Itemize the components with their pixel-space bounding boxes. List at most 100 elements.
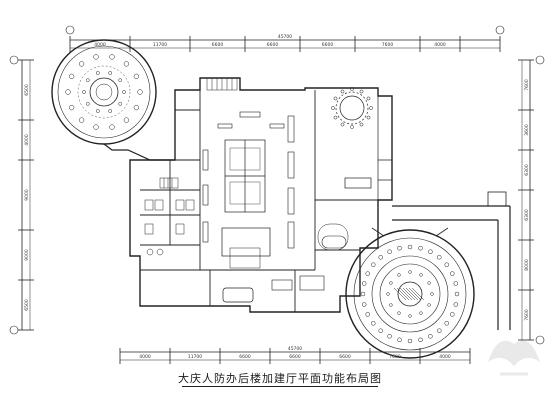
chair <box>408 314 412 318</box>
bottom-dimension-line <box>119 348 471 364</box>
left-dimension-value: 6500 <box>24 299 30 311</box>
left-dimension-value: 9000 <box>24 249 30 261</box>
hatch-line <box>405 287 419 301</box>
chair <box>387 334 392 339</box>
chair <box>428 249 433 254</box>
chair <box>430 292 434 296</box>
bottom-dimension-value: 6600 <box>339 354 351 360</box>
chair <box>122 90 126 94</box>
chair <box>387 249 392 254</box>
hatch-line <box>393 287 407 301</box>
chair <box>108 71 113 75</box>
chair <box>123 61 130 67</box>
chair <box>453 302 459 307</box>
chair <box>397 311 401 315</box>
chair <box>333 115 338 120</box>
chair <box>93 54 99 60</box>
top-dimension-value: 4000 <box>94 42 106 48</box>
chair <box>365 312 370 317</box>
logo-watermark-icon <box>488 340 540 376</box>
display-cases <box>202 111 349 291</box>
chair <box>331 106 335 110</box>
top-dimension-value: 7600 <box>382 42 394 48</box>
chair <box>93 124 99 130</box>
chair <box>407 244 413 250</box>
top-dimension-value: 6600 <box>267 42 279 48</box>
chair <box>109 124 115 130</box>
hatch-line <box>408 287 422 301</box>
hatch-line <box>399 287 413 301</box>
drawing-title: 大庆人防办后楼加建厅平面功能布局图 <box>178 372 382 385</box>
chair <box>360 291 366 297</box>
left-dimension-value: 6500 <box>24 84 30 96</box>
bottom-dimension-value: 6600 <box>289 354 301 360</box>
chair <box>95 109 100 113</box>
chair <box>137 89 143 95</box>
chair <box>366 115 371 120</box>
bottom-dimension-value: 11700 <box>188 354 202 360</box>
chair <box>453 281 459 286</box>
axis-bubbles <box>9 25 545 345</box>
chair <box>133 104 140 111</box>
chair <box>378 328 383 333</box>
chair <box>78 61 85 67</box>
chair <box>68 104 75 111</box>
right-dimension-value: 6300 <box>524 209 530 221</box>
chair <box>437 255 442 260</box>
chair <box>123 117 130 123</box>
top-dimension-value: 11700 <box>153 42 167 48</box>
chair <box>95 71 100 75</box>
bottom-dimension-value: 4000 <box>439 354 451 360</box>
chair <box>85 78 90 83</box>
central-hall <box>221 139 271 303</box>
chair <box>450 271 455 276</box>
chair <box>378 255 383 260</box>
bottom-dimension-value: 6600 <box>239 354 251 360</box>
chair <box>454 291 460 297</box>
chair <box>361 302 367 307</box>
right-dimension-value: 6300 <box>524 164 530 176</box>
chair <box>437 328 442 333</box>
right-dimension-value: 3600 <box>524 124 530 136</box>
chair <box>418 245 423 251</box>
chair <box>350 125 354 129</box>
chair <box>428 334 433 339</box>
bottom-dimension-value: 4000 <box>139 354 151 360</box>
right-dimension-value: 8000 <box>524 259 530 271</box>
chair <box>369 106 373 110</box>
chair <box>389 303 393 307</box>
chair <box>108 109 113 113</box>
chair <box>361 281 367 286</box>
main-building-outline <box>129 77 393 313</box>
chair <box>109 54 115 60</box>
chair <box>340 89 345 94</box>
chair <box>386 292 390 296</box>
chair <box>78 117 85 123</box>
chair <box>389 281 393 285</box>
hatch-line <box>402 287 416 301</box>
chair <box>359 89 364 94</box>
west-round-banquet-hall <box>51 39 175 161</box>
chair <box>68 73 75 80</box>
chair <box>418 337 423 343</box>
right-dimension-value: 7600 <box>524 309 530 321</box>
left-dimension-value: 9000 <box>24 189 30 201</box>
chair <box>444 262 449 267</box>
bottom-dimension-value: 7600 <box>389 354 401 360</box>
chair <box>333 96 338 101</box>
east-round-conference-hall <box>345 227 475 359</box>
chair <box>371 262 376 267</box>
chair <box>340 122 345 127</box>
hatch-line <box>396 287 410 301</box>
chair <box>427 303 431 307</box>
chair <box>118 101 123 106</box>
chair <box>450 312 455 317</box>
interior-walls <box>140 90 378 312</box>
chair <box>397 273 401 277</box>
top-dimension-value: 6600 <box>212 42 224 48</box>
east-corridor <box>392 191 511 330</box>
left-dimension-line <box>18 59 34 331</box>
chair <box>408 270 412 274</box>
chair <box>444 321 449 326</box>
